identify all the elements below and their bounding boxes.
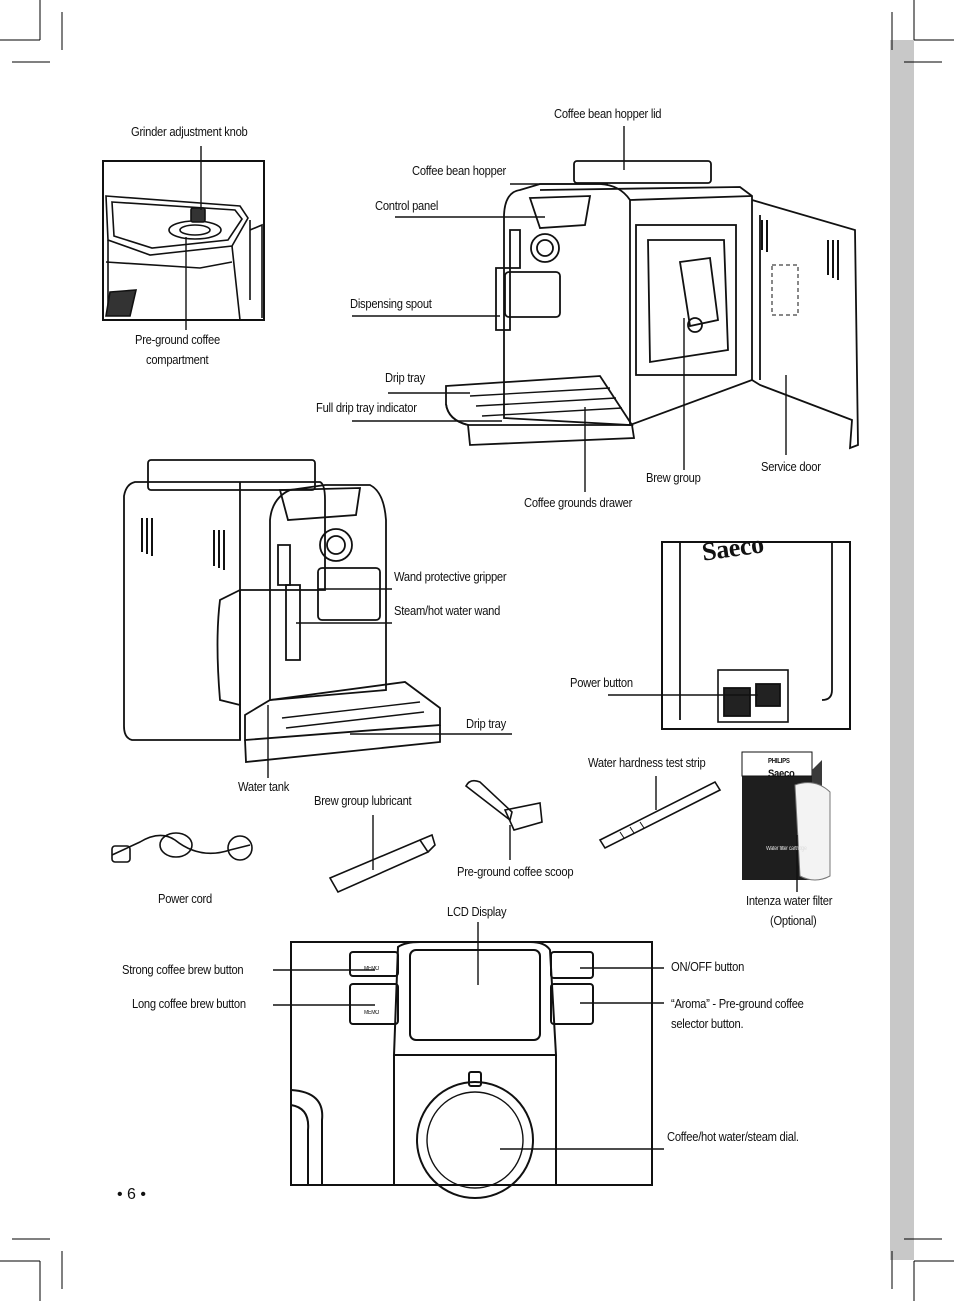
label-grinder-knob: Grinder adjustment knob (131, 124, 248, 139)
label-full-drip-tray: Full drip tray indicator (316, 400, 417, 415)
label-control-panel: Control panel (375, 198, 439, 213)
label-aroma-1: “Aroma” - Pre-ground coffee (671, 996, 804, 1011)
accessories (111, 779, 722, 894)
label-service-door: Service door (761, 459, 821, 474)
label-dial: Coffee/hot water/steam dial. (667, 1129, 799, 1144)
label-filter-2: (Optional) (770, 913, 817, 928)
label-strong-brew: Strong coffee brew button (122, 962, 244, 977)
label-lcd: LCD Display (447, 904, 507, 919)
filter-box-logo: Saeco (768, 768, 795, 780)
label-wand-gripper: Wand protective gripper (394, 569, 507, 584)
label-dispensing-spout: Dispensing spout (350, 296, 432, 311)
filter-box (741, 751, 831, 881)
label-aroma-2: selector button. (671, 1016, 744, 1031)
label-onoff: ON/OFF button (671, 959, 745, 974)
label-long-brew: Long coffee brew button (132, 996, 246, 1011)
machine-front (123, 459, 441, 763)
label-power-cord: Power cord (158, 891, 212, 906)
label-drip-tray-mid: Drip tray (466, 716, 506, 731)
label-brew-group: Brew group (646, 470, 701, 485)
label-bean-hopper: Coffee bean hopper (412, 163, 506, 178)
label-lubricant: Brew group lubricant (314, 793, 412, 808)
machine-open-door (445, 160, 859, 450)
label-water-tank: Water tank (238, 779, 290, 794)
memo-label-2: MEMO (364, 1010, 380, 1016)
control-panel-closeup (290, 941, 653, 1199)
label-test-strip: Water hardness test strip (588, 755, 706, 770)
label-grounds-drawer: Coffee grounds drawer (524, 495, 633, 510)
label-power-button: Power button (570, 675, 633, 690)
label-drip-tray-top: Drip tray (385, 370, 425, 385)
leader-lines (185, 126, 798, 1150)
filter-box-text: Water filter cartridge (766, 846, 807, 852)
label-bean-hopper-lid: Coffee bean hopper lid (554, 106, 662, 121)
page-edge-tab (890, 40, 914, 1260)
power-inset (661, 541, 851, 730)
memo-label-1: MEMO (364, 966, 380, 972)
page-number: • 6 • (117, 1186, 146, 1203)
label-filter-1: Intenza water filter (746, 893, 833, 908)
label-preground-compartment-1: Pre-ground coffee (135, 332, 220, 347)
grinder-inset (102, 160, 265, 321)
label-scoop: Pre-ground coffee scoop (457, 864, 574, 879)
label-preground-compartment-2: compartment (146, 352, 209, 367)
label-steam-wand: Steam/hot water wand (394, 603, 501, 618)
filter-box-brand: PHILIPS (768, 758, 790, 765)
